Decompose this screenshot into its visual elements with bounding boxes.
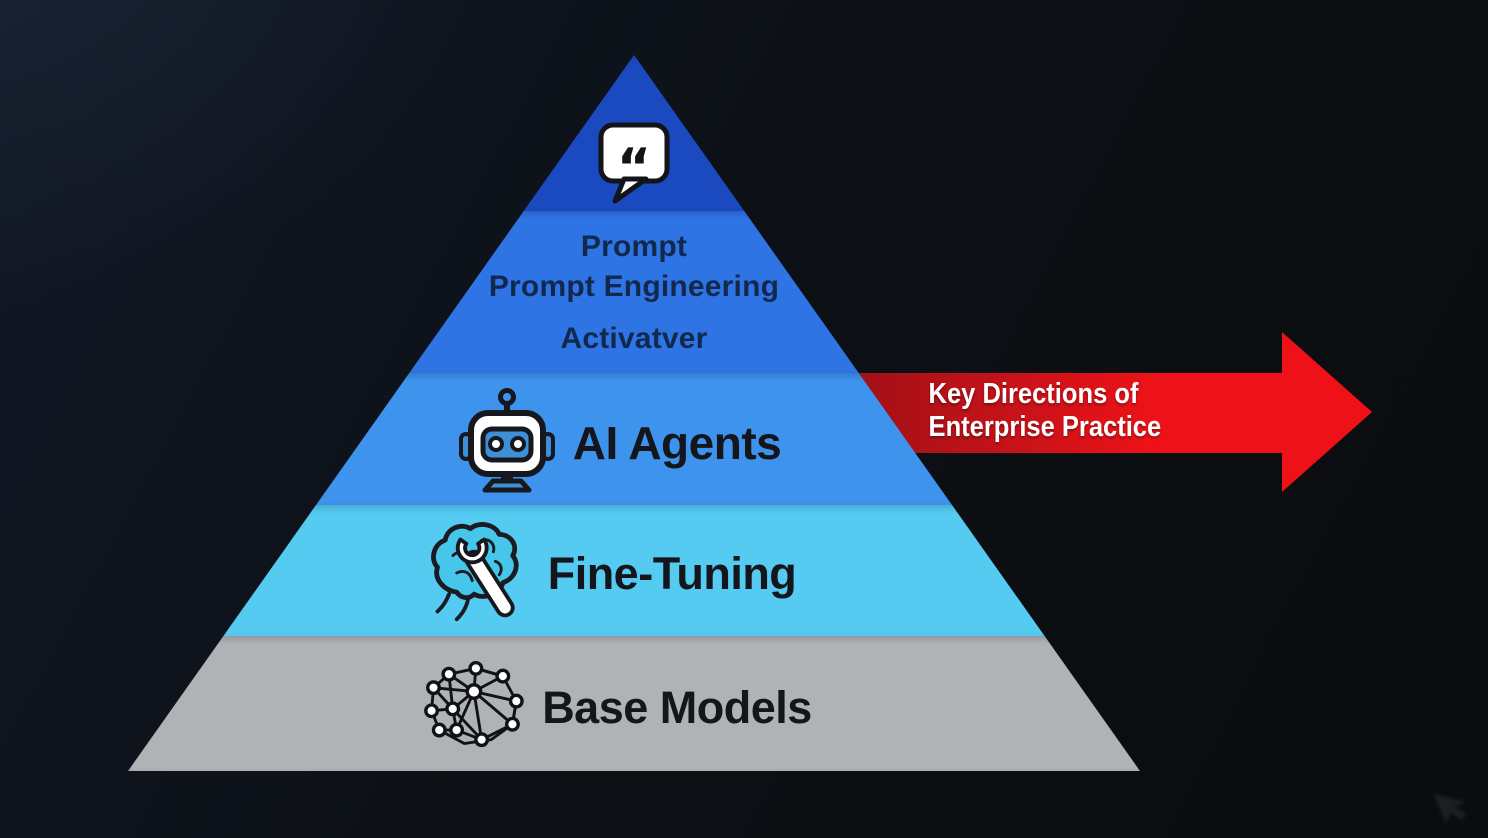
arrow-head-icon <box>1282 332 1372 492</box>
key-directions-arrow-label: Key Directions of Enterprise Practice <box>830 373 1162 444</box>
prompting-line-3: Activatver <box>560 322 708 355</box>
robot-icon <box>458 387 555 499</box>
fine-tuning-label: Fine-Tuning <box>547 547 797 599</box>
prompting-text-block: Prompt Prompt Engineering Activatver <box>128 211 1140 359</box>
base-models-label: Base Models <box>542 681 812 733</box>
pyramid-layer-apex: “ <box>128 55 1140 211</box>
network-icon <box>420 660 524 755</box>
prompting-line-2: Prompt Engineering <box>488 270 780 303</box>
quote-icon: “ <box>596 121 672 210</box>
pyramid-layer-base-models: Base Models <box>128 636 1140 771</box>
pyramid-layer-fine-tuning: Fine-Tuning <box>128 505 1140 636</box>
ai-agents-label: AI Agents <box>572 417 782 469</box>
brain-wrench-icon <box>424 517 532 630</box>
cursor-ghost-icon <box>1432 792 1474 833</box>
quote-glyph: “ <box>617 138 651 198</box>
prompting-line-1: Prompt <box>580 230 688 263</box>
arrow-label-line-1: Key Directions of <box>928 378 1139 410</box>
pyramid-layer-prompting: Prompt Prompt Engineering Activatver <box>128 211 1140 373</box>
arrow-label-line-2: Enterprise Practice <box>928 411 1162 443</box>
